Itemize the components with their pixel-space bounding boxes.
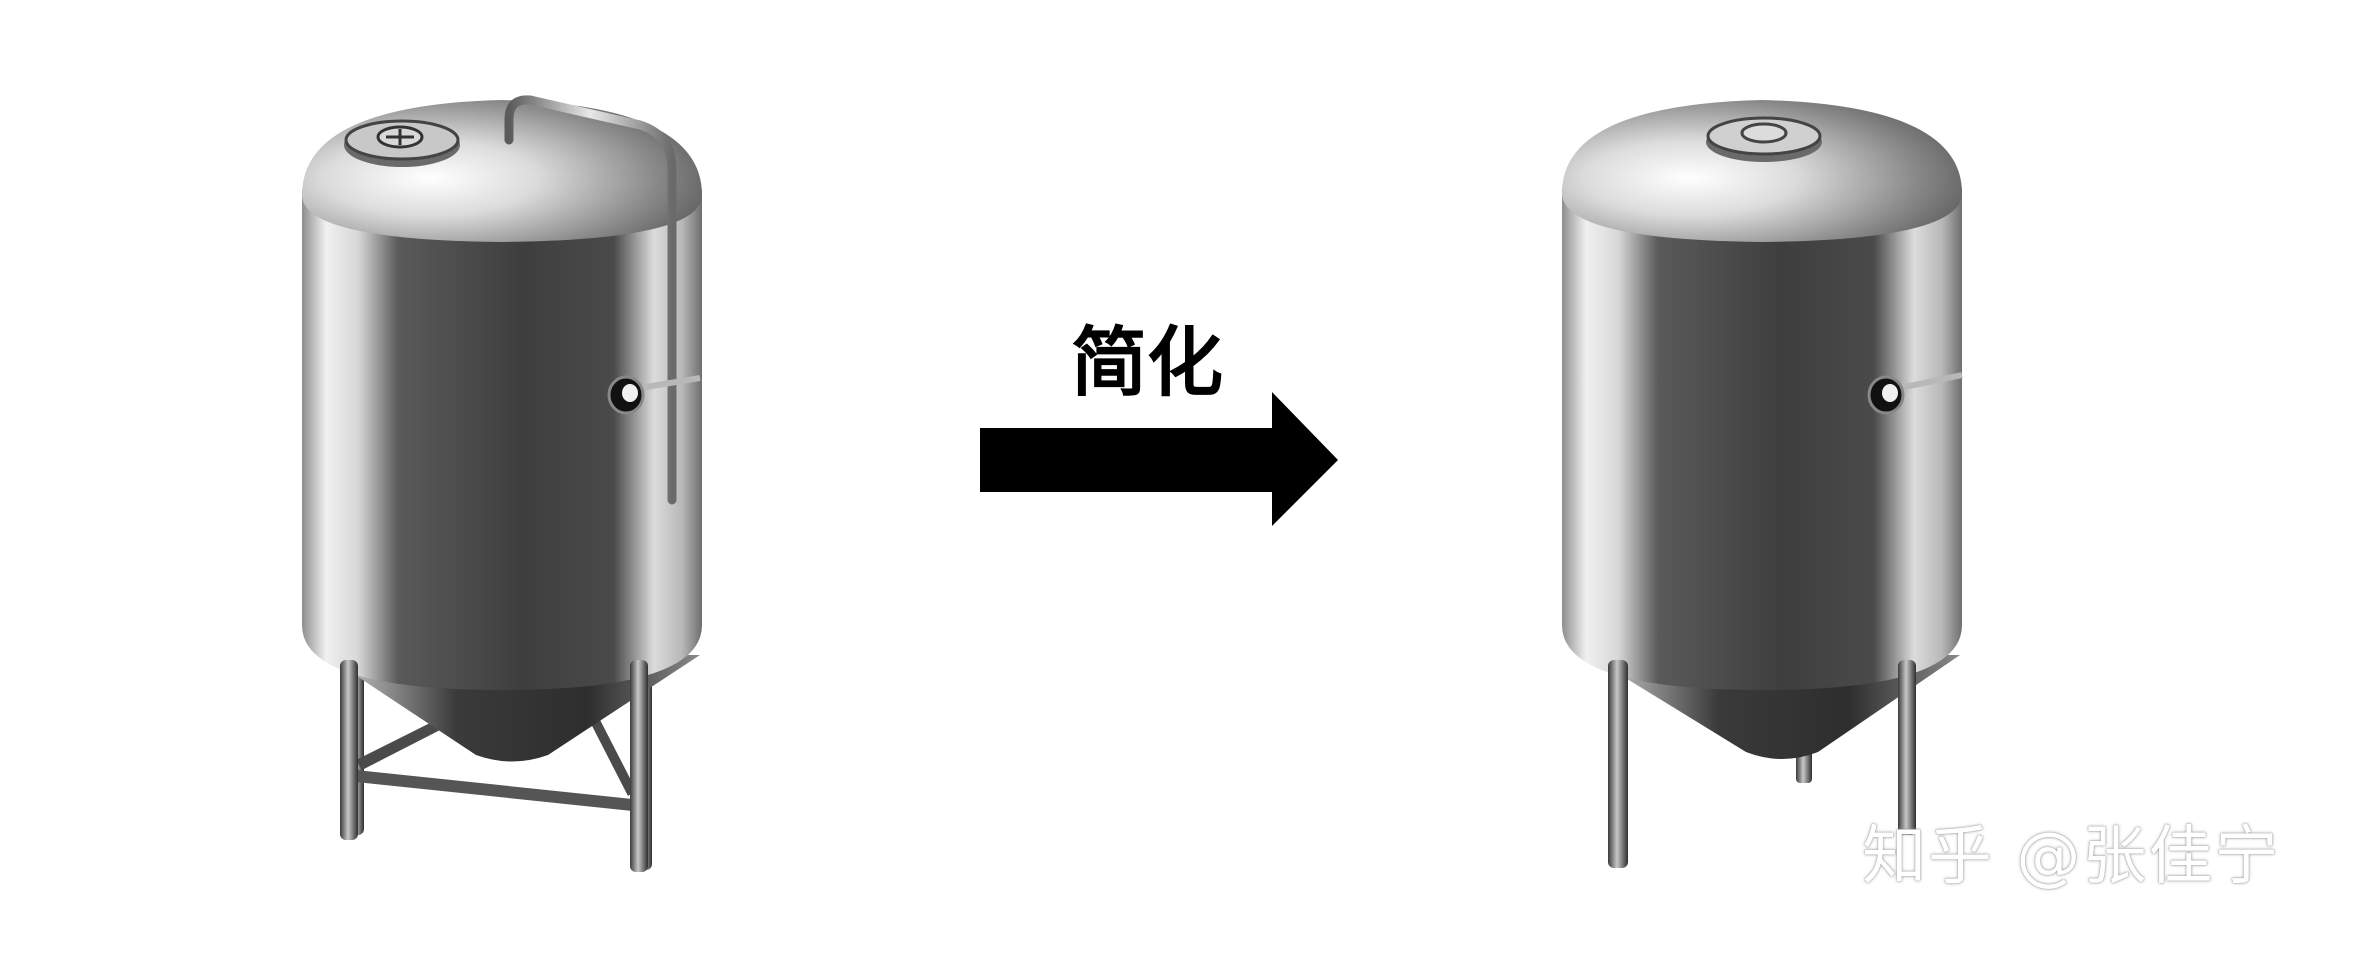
- tank-leg: [1608, 660, 1628, 868]
- tank-body: [302, 190, 702, 690]
- watermark: 知乎 @张佳宁: [1862, 820, 2281, 894]
- tank-leg: [1898, 660, 1916, 835]
- manhole-hatch: [1740, 122, 1788, 144]
- tank-leg: [340, 660, 358, 840]
- manhole-handle: [386, 129, 414, 145]
- leg-brace: [356, 720, 444, 770]
- arrow-label: 简化: [1071, 318, 1223, 407]
- nozzle-inner: [622, 384, 638, 402]
- tank-body: [1562, 188, 1962, 690]
- tank-left: [302, 95, 702, 872]
- tank-right: [1562, 100, 1963, 868]
- arrow-shape: [980, 392, 1338, 526]
- tank-pipe: [504, 95, 677, 505]
- leg-brace: [356, 770, 642, 812]
- tank-dome: [1562, 100, 1962, 242]
- nozzle-pipe: [1899, 372, 1963, 391]
- nozzle-inner: [1882, 384, 1898, 402]
- simplify-arrow: [980, 392, 1338, 526]
- nozzle-pipe: [639, 375, 701, 391]
- leg-brace: [588, 712, 636, 796]
- tank-leg: [630, 660, 648, 872]
